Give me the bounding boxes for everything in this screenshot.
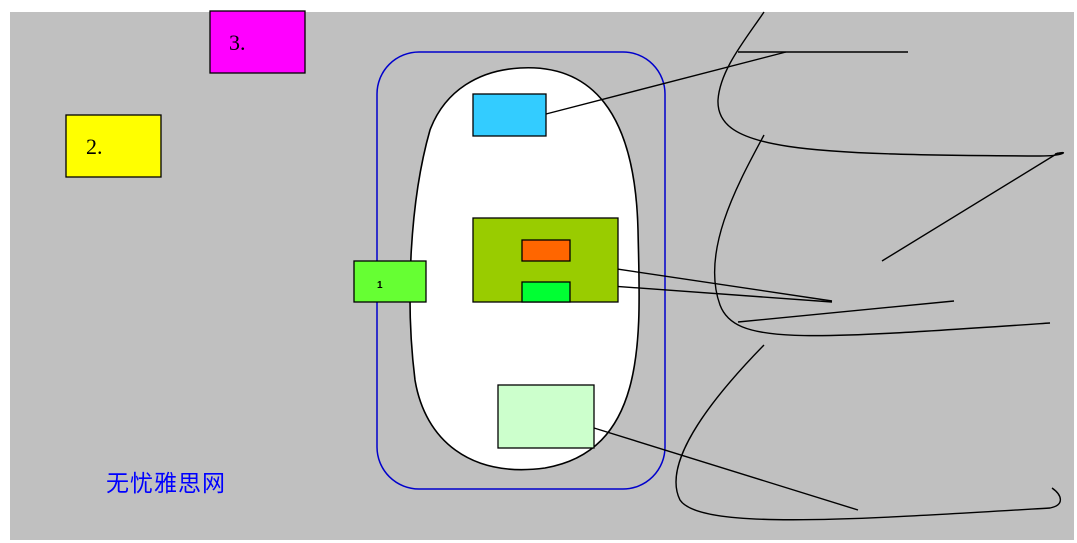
box-3 — [209, 10, 306, 74]
line-mint-to-right — [593, 427, 859, 511]
green-box — [521, 281, 571, 303]
box-1-label: 1 — [377, 280, 383, 291]
connector-lines — [545, 11, 1065, 521]
line-middle-horizontal — [737, 300, 955, 323]
cyan-box — [472, 93, 547, 137]
box-2-label: 2. — [86, 134, 103, 159]
top-white-strip — [0, 0, 1077, 12]
line-diagonal-right — [881, 152, 1059, 262]
curve-bottom — [675, 344, 1062, 521]
line-cyan-to-right — [545, 51, 787, 115]
curve-top — [717, 11, 1065, 157]
mint-box — [497, 384, 595, 449]
orange-box — [521, 239, 571, 262]
box-1 — [353, 260, 427, 303]
box-2 — [65, 114, 162, 178]
watermark-text: 无忧雅思网 — [106, 471, 226, 497]
curve-middle — [713, 134, 1051, 337]
box-3-label: 3. — [229, 30, 246, 55]
